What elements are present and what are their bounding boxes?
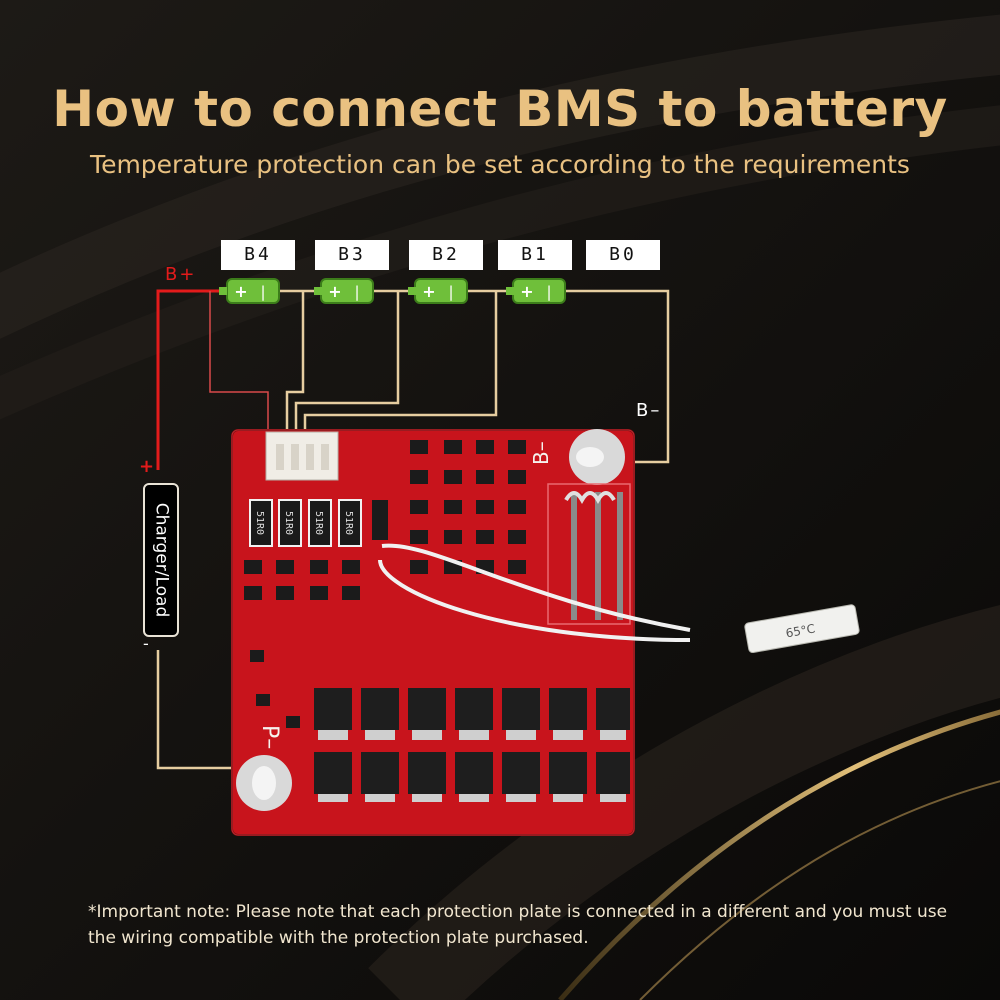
board-p-minus-text: P– xyxy=(257,725,282,749)
svg-text:|: | xyxy=(354,283,359,301)
svg-text:|: | xyxy=(260,283,265,301)
page-subtitle: Temperature protection can be set accord… xyxy=(90,150,910,179)
page-title: How to connect BMS to battery xyxy=(52,80,948,138)
svg-text:51R0: 51R0 xyxy=(343,511,354,535)
temperature-sensor-icon: 65°C xyxy=(744,604,860,654)
b-plus-wire xyxy=(156,289,222,470)
battery-cell-b2-icon: + | xyxy=(408,278,468,304)
svg-text:+: + xyxy=(328,282,341,301)
svg-text:51R0: 51R0 xyxy=(283,511,294,535)
cell-label-b4: B4 xyxy=(221,240,295,270)
b-plus-label: B+ xyxy=(165,264,197,285)
svg-text:65°C: 65°C xyxy=(785,622,817,641)
battery-cell-b3-icon: + | xyxy=(314,278,374,304)
svg-text:+: + xyxy=(422,282,435,301)
charger-load-box: Charger/Load xyxy=(143,483,179,637)
svg-text:51R0: 51R0 xyxy=(254,511,265,535)
important-note: *Important note: Please note that each p… xyxy=(88,902,948,948)
b-minus-label: B– xyxy=(636,400,662,421)
b4-balance-wire xyxy=(209,291,269,432)
series-wires xyxy=(156,289,670,770)
cell-label-b3: B3 xyxy=(315,240,389,270)
charger-load-label: Charger/Load xyxy=(151,502,172,618)
svg-text:|: | xyxy=(448,283,453,301)
cell-label-b1: B1 xyxy=(498,240,572,270)
mosfet-row-bottom xyxy=(314,752,630,794)
charger-plus-label: + xyxy=(139,456,155,477)
svg-text:51R0: 51R0 xyxy=(313,511,324,535)
charger-minus-label: - xyxy=(143,634,149,653)
mosfet-row-top xyxy=(314,688,630,730)
cell-label-b0: B0 xyxy=(586,240,660,270)
cell-label-b2: B2 xyxy=(409,240,483,270)
board-b-minus-text: B– xyxy=(529,441,553,465)
svg-text:|: | xyxy=(546,283,551,301)
svg-text:+: + xyxy=(234,282,247,301)
battery-cell-b1-icon: + | xyxy=(506,278,566,304)
svg-text:+: + xyxy=(520,282,533,301)
bms-board: 51R0 51R0 51R0 51R0 xyxy=(231,429,635,836)
battery-cell-b4-icon: + | xyxy=(219,278,280,304)
